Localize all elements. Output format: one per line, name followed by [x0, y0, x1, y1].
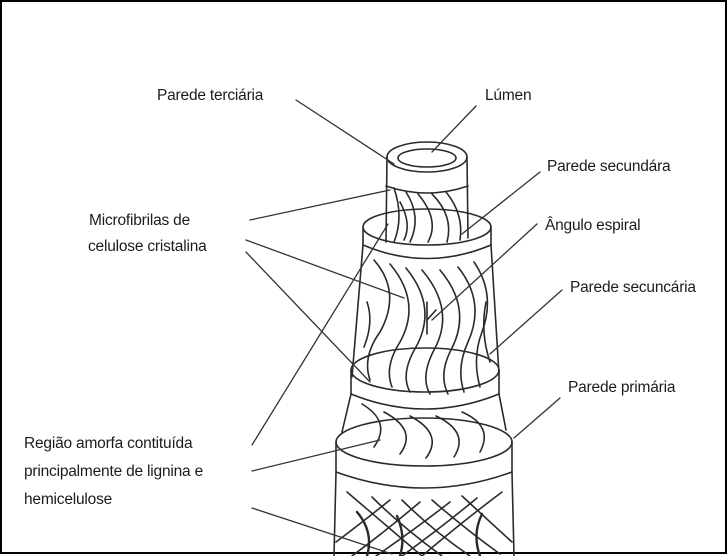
secondary-wall-body: [352, 245, 499, 394]
leader-lines: [246, 100, 562, 554]
label-lumen: Lúmen: [485, 84, 531, 107]
tertiary-wall: [386, 186, 468, 242]
label-microfibrilas-line1: Microfibrilas de: [89, 209, 190, 232]
label-angulo-espiral: Ângulo espiral: [545, 214, 640, 237]
label-regiao-line1: Região amorfa contituída: [24, 432, 192, 455]
label-parede-primaria: Parede primária: [568, 376, 675, 399]
label-parede-secuncaria: Parede secuncária: [570, 276, 696, 299]
label-microfibrilas-line2: celulose cristalina: [88, 235, 207, 258]
label-parede-secundara: Parede secundára: [547, 155, 670, 178]
primary-wall: [336, 418, 512, 488]
lower-body: [342, 394, 506, 458]
label-regiao-line2: principalmente de lignina e: [24, 460, 203, 483]
label-regiao-line3: hemicelulose: [24, 488, 112, 511]
label-parede-terciaria: Parede terciária: [157, 84, 263, 107]
